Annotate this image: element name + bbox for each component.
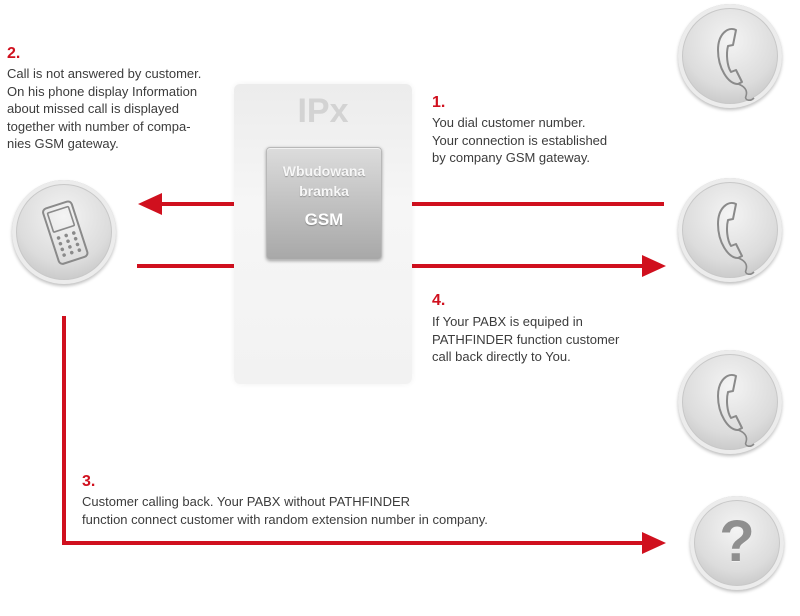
step1-line: Your connection is established [432, 132, 608, 148]
ipx-title: IPx [297, 92, 349, 130]
step2-line: together with number of compa- [7, 118, 191, 134]
step2-text: Call is not answered by customer. On his… [7, 65, 225, 153]
step3-text: Customer calling back. Your PABX without… [82, 493, 602, 528]
unknown-extension-circle: ? [690, 496, 784, 590]
telephone-handset-icon [717, 374, 755, 447]
arrow-callback-random [62, 316, 666, 554]
telephone-handset-icon [717, 28, 755, 101]
question-mark-icon: ? [719, 509, 755, 574]
step3-line: function connect customer with random ex… [82, 511, 488, 527]
step3-number: 3. [82, 473, 96, 490]
gsm-label-line3: GSM [304, 210, 344, 229]
step1-line: You dial customer number. [432, 115, 586, 130]
step1-text: You dial customer number. Your connectio… [432, 114, 662, 167]
mobile-phone-icon [42, 200, 89, 265]
gsm-label-line2: bramka [299, 183, 349, 199]
handset-circle-caller [678, 178, 782, 282]
telephone-handset-icon [717, 202, 755, 275]
gsm-gateway-box: Wbudowana bramka GSM [266, 147, 382, 260]
step2-line: about missed call is displayed [7, 101, 179, 116]
handset-circle-extension [678, 350, 782, 454]
step1-line: by company GSM gateway. [432, 150, 590, 165]
handset-circle-top [678, 4, 782, 108]
step2-line: nies GSM gateway. [7, 136, 119, 151]
step4-number: 4. [432, 292, 446, 309]
step2-number: 2. [7, 45, 21, 62]
step2-line: Call is not answered by customer. [7, 66, 202, 81]
step3-line: Customer calling back. Your PABX without… [82, 494, 411, 509]
step2-line: On his phone display Information [7, 83, 198, 99]
customer-mobile-circle [12, 180, 116, 284]
gsm-label-line1: Wbudowana [282, 163, 366, 179]
step4-text: If Your PABX is equiped in PATHFINDER fu… [432, 313, 662, 366]
step4-line: call back directly to You. [432, 349, 571, 364]
step4-line: If Your PABX is equiped in [432, 314, 583, 329]
step4-line: PATHFINDER function customer [432, 331, 620, 347]
ipx-box: IPx Wbudowana bramka GSM [234, 84, 412, 384]
step1-number: 1. [432, 94, 446, 111]
